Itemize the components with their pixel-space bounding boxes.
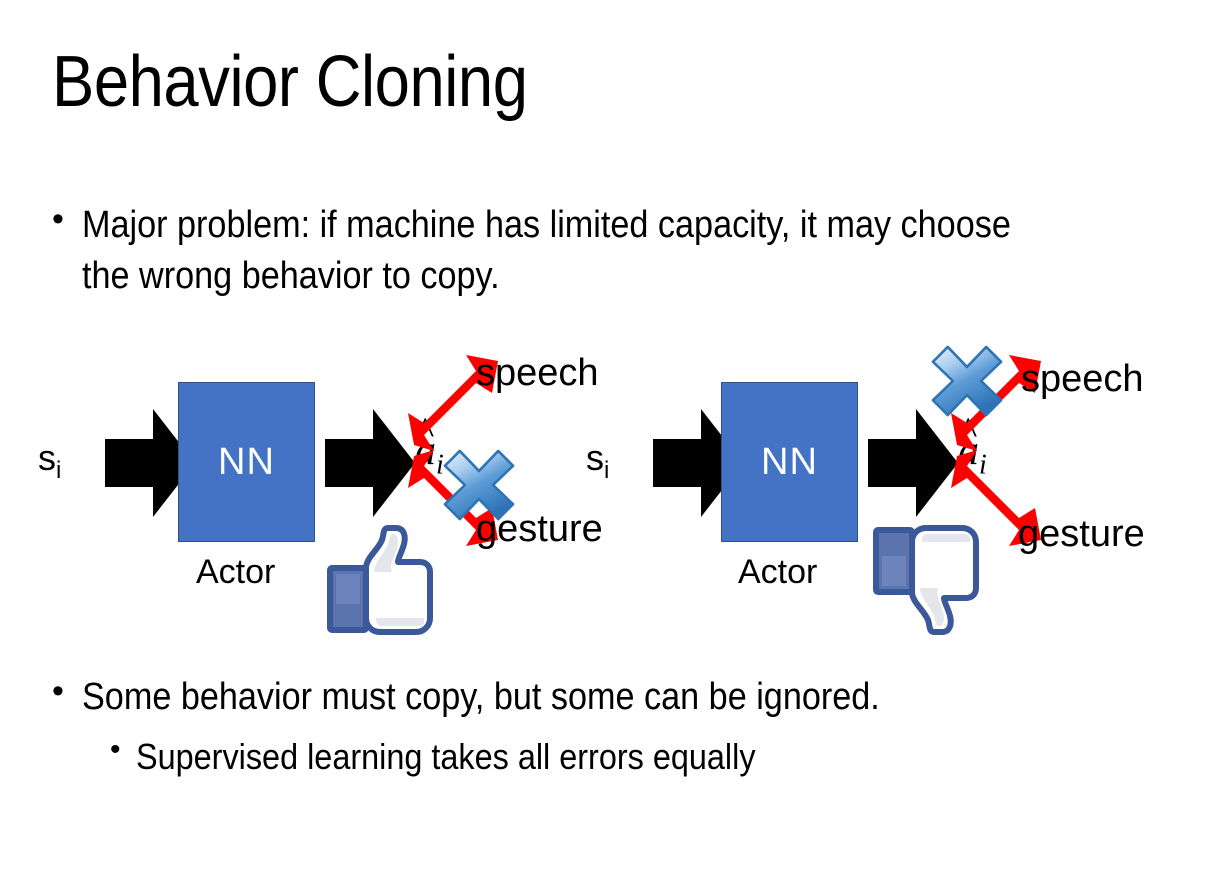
- actor-label-right: Actor: [738, 553, 818, 591]
- nn-box-right: NN: [721, 382, 858, 542]
- bullet-marker-icon: •: [110, 733, 121, 766]
- cross-out-icon-speech-right: [931, 345, 1003, 417]
- state-label-right: si: [586, 437, 610, 485]
- flow-arrow-out-right: [868, 409, 958, 517]
- thumbs-down-icon-right: [873, 525, 979, 635]
- bullet-marker-icon: •: [52, 672, 64, 710]
- branch-arrow-gesture-right: [951, 450, 1041, 546]
- nn-box-left: NN: [178, 382, 315, 542]
- diagram-left-good-case: si NN Actor ^ai speech: [10, 340, 603, 640]
- bullet-top-text: Major problem: if machine has limited ca…: [82, 204, 1021, 298]
- flow-arrow-out-left: [325, 409, 415, 517]
- thumbs-up-icon-left: [327, 525, 433, 635]
- bullet-bottom-2: • Supervised learning takes all errors e…: [110, 733, 1170, 782]
- nn-box-label: NN: [218, 440, 275, 483]
- diagram-right-bad-case: si NN Actor ^ai speech: [558, 340, 1148, 640]
- nn-box-label: NN: [761, 440, 818, 483]
- bullet-top: • Major problem: if machine has limited …: [52, 200, 1162, 303]
- state-label-left: si: [38, 437, 62, 485]
- flow-arrow-in-right: [653, 409, 743, 517]
- branch-label-speech-right: speech: [1021, 358, 1144, 400]
- flow-arrow-in-left: [105, 409, 195, 517]
- page-title: Behavior Cloning: [52, 42, 528, 122]
- bullet-bottom-1-text: Some behavior must copy, but some can be…: [82, 676, 880, 718]
- cross-out-icon-gesture-left: [443, 449, 515, 521]
- branch-arrow-speech-left: [408, 355, 498, 451]
- bullet-bottom-2-text: Supervised learning takes all errors equ…: [136, 736, 756, 777]
- bullet-bottom-1: • Some behavior must copy, but some can …: [52, 672, 1172, 723]
- actor-label-left: Actor: [196, 553, 276, 591]
- branch-label-speech-left: speech: [476, 352, 599, 394]
- bullet-marker-icon: •: [52, 200, 64, 238]
- branch-label-gesture-right: gesture: [1018, 513, 1145, 555]
